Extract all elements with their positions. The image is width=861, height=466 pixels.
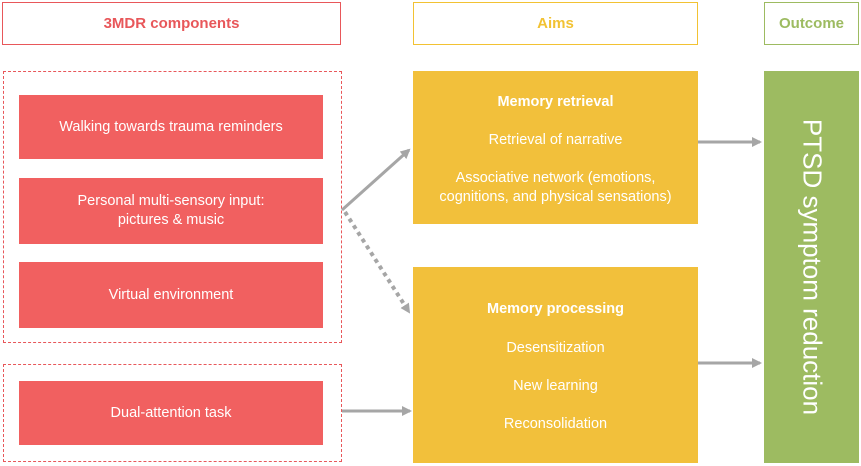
header-outcome: Outcome xyxy=(764,2,859,45)
component-virtual-environment: Virtual environment xyxy=(19,262,323,328)
aim-processing-item: New learning xyxy=(513,378,598,394)
aim-processing-title: Memory processing xyxy=(487,301,624,317)
component-multisensory: Personal multi-sensory input: pictures &… xyxy=(19,178,323,244)
aim-retrieval-item: Associative network (emotions, cognition… xyxy=(439,170,672,205)
arrow-components-to-retrieval xyxy=(340,148,411,212)
outcome-box: PTSD symptom reduction xyxy=(764,71,859,463)
component-dual-attention-label: Dual-attention task xyxy=(110,404,232,421)
header-outcome-label: Outcome xyxy=(778,15,844,32)
arrow-components-to-processing-dotted xyxy=(343,210,411,314)
aim-memory-retrieval: Memory retrieval Retrieval of narrative … xyxy=(413,71,698,224)
aim-retrieval-item: Retrieval of narrative xyxy=(488,132,623,148)
component-walking-label: Walking towards trauma reminders xyxy=(59,118,283,135)
aim-processing-item: Reconsolidation xyxy=(503,416,608,432)
component-multisensory-label: Personal multi-sensory input: pictures &… xyxy=(77,193,265,228)
aim-retrieval-title: Memory retrieval xyxy=(497,94,614,110)
aim-memory-processing: Memory processing Desensitization New le… xyxy=(413,267,698,463)
components-group-attention xyxy=(3,364,342,462)
aim-processing-item: Desensitization xyxy=(506,340,605,356)
component-dual-attention: Dual-attention task xyxy=(19,381,323,445)
components-group-sensory xyxy=(3,71,342,343)
component-virtual-label: Virtual environment xyxy=(108,286,234,303)
component-walking: Walking towards trauma reminders xyxy=(19,95,323,159)
header-components-label: 3MDR components xyxy=(103,15,240,32)
header-3mdr-components: 3MDR components xyxy=(2,2,341,45)
header-aims-label: Aims xyxy=(537,15,574,32)
header-aims: Aims xyxy=(413,2,698,45)
